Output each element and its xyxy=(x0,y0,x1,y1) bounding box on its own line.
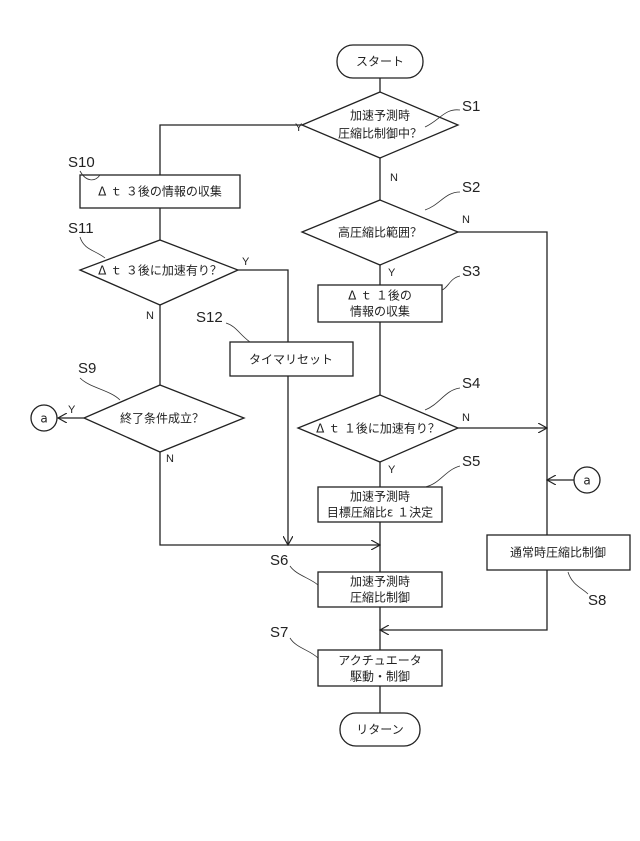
decision-s2: 高圧縮比範囲？ xyxy=(302,200,458,265)
s1-yes: Y xyxy=(295,122,303,134)
connector-a-right: a xyxy=(574,467,600,493)
return-label: リターン xyxy=(356,723,403,737)
s1-text-1: 加速予測時 xyxy=(350,109,410,123)
connector-a-left-label: a xyxy=(40,412,47,426)
process-s12: タイマリセット xyxy=(230,342,353,376)
s2-text: 高圧縮比範囲？ xyxy=(338,225,422,240)
label-s10: S10 xyxy=(68,154,95,171)
s11-text: Δ ｔ ３後に加速有り？ xyxy=(98,264,222,278)
label-s8: S8 xyxy=(588,592,606,609)
start-terminal: スタート xyxy=(337,45,423,78)
s11-yes: Y xyxy=(242,256,250,268)
s7-text-1: アクチュエータ xyxy=(338,654,421,668)
s12-text: タイマリセット xyxy=(249,353,333,367)
process-s10: Δ ｔ ３後の情報の収集 xyxy=(80,175,240,208)
decision-s11: Δ ｔ ３後に加速有り？ xyxy=(80,240,238,305)
label-s11: S11 xyxy=(68,220,94,237)
start-label: スタート xyxy=(356,55,404,69)
label-s2: S2 xyxy=(462,179,480,196)
s5-text-2: 目標圧縮比ε １決定 xyxy=(327,505,433,520)
s4-no: N xyxy=(462,412,470,424)
label-s1: S1 xyxy=(462,98,480,115)
label-s12: S12 xyxy=(196,309,223,326)
s4-text: Δ ｔ １後に加速有り？ xyxy=(316,422,440,436)
s9-text: 終了条件成立？ xyxy=(120,411,204,426)
label-s9: S9 xyxy=(78,360,96,377)
return-terminal: リターン xyxy=(340,713,420,746)
decision-s9: 終了条件成立？ xyxy=(84,385,244,452)
s5-text-1: 加速予測時 xyxy=(350,490,410,504)
s2-yes: Y xyxy=(388,267,396,279)
process-s6: 加速予測時 圧縮比制御 xyxy=(318,572,442,607)
process-s5: 加速予測時 目標圧縮比ε １決定 xyxy=(318,487,442,522)
s8-text: 通常時圧縮比制御 xyxy=(510,545,606,560)
s4-yes: Y xyxy=(388,464,396,476)
connector-a-right-label: a xyxy=(583,474,590,488)
process-s7: アクチュエータ 駆動・制御 xyxy=(318,650,442,686)
s7-text-2: 駆動・制御 xyxy=(350,669,410,684)
decision-s1: 加速予測時 圧縮比制御中？ xyxy=(302,92,458,158)
s1-text-2: 圧縮比制御中？ xyxy=(338,126,422,141)
label-s7: S7 xyxy=(270,624,288,641)
s3-text-1: Δ ｔ １後の xyxy=(348,289,412,303)
s3-text-2: 情報の収集 xyxy=(350,304,410,319)
process-s8: 通常時圧縮比制御 xyxy=(487,535,630,570)
label-s3: S3 xyxy=(462,263,480,280)
label-s4: S4 xyxy=(462,375,480,392)
connector-a-left: a xyxy=(31,405,57,431)
process-s3: Δ ｔ １後の 情報の収集 xyxy=(318,285,442,322)
s2-no: N xyxy=(462,214,470,226)
s9-no: N xyxy=(166,453,174,465)
label-s6: S6 xyxy=(270,552,288,569)
s11-no: N xyxy=(146,310,154,322)
label-s5: S5 xyxy=(462,453,480,470)
s6-text-2: 圧縮比制御 xyxy=(350,590,410,605)
s9-yes: Y xyxy=(68,404,76,416)
s6-text-1: 加速予測時 xyxy=(350,575,410,589)
s10-text: Δ ｔ ３後の情報の収集 xyxy=(98,184,222,199)
s1-no: N xyxy=(390,172,398,184)
